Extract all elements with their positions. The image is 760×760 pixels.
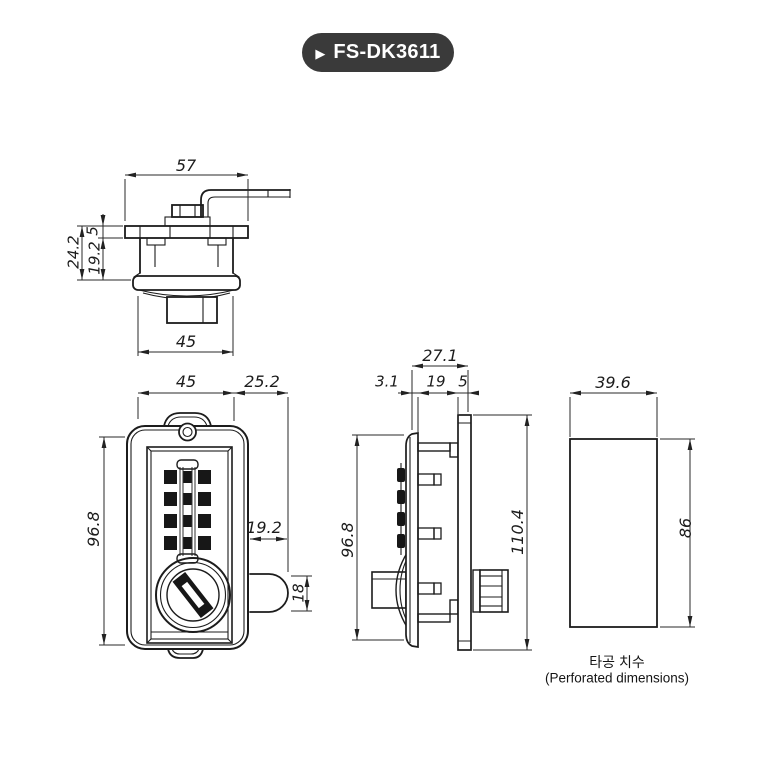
dim-cutout-width: 39.6 <box>595 373 631 392</box>
side-view-dimensions <box>352 363 532 651</box>
dim-side-plate-thickness: 5 <box>458 372 468 391</box>
key-cylinder <box>155 557 231 633</box>
dim-side-front-lip: 3.1 <box>375 372 399 391</box>
dim-front-body-height: 96.8 <box>84 511 103 547</box>
dim-front-latch-extension: 25.2 <box>244 372 280 391</box>
dim-side-plate-height: 110.4 <box>508 509 527 555</box>
model-badge: ▶ FS-DK3611 <box>302 33 454 72</box>
dim-top-body-width: 45 <box>175 332 197 351</box>
play-arrow-icon: ▶ <box>315 45 326 61</box>
model-number: FS-DK3611 <box>333 41 441 63</box>
dim-top-body-height: 19.2 <box>85 241 104 275</box>
front-view-dimensions <box>99 390 312 646</box>
cutout-caption-korean: 타공 치수 <box>589 654 645 670</box>
dim-side-body-height: 96.8 <box>338 522 357 558</box>
dim-top-flange-lip: 5 <box>83 226 102 236</box>
dim-top-total-height: 24.2 <box>64 235 83 269</box>
top-view-dimensions <box>77 172 249 356</box>
top-view-drawing <box>124 189 291 324</box>
dim-front-latch-length: 19.2 <box>246 518 282 537</box>
dim-front-latch-height: 18 <box>289 583 308 603</box>
cutout-dimensions <box>569 390 695 628</box>
front-view-drawing <box>126 412 289 659</box>
dim-side-body-depth: 19 <box>426 372 446 391</box>
dim-cutout-height: 86 <box>676 517 695 539</box>
cutout-drawing <box>569 438 658 628</box>
cutout-caption-english: (Perforated dimensions) <box>544 670 690 686</box>
dim-side-total-depth: 27.1 <box>422 346 458 365</box>
dim-top-flange-width: 57 <box>175 156 197 175</box>
side-view-drawing <box>371 414 509 651</box>
dim-front-body-width: 45 <box>175 372 197 391</box>
